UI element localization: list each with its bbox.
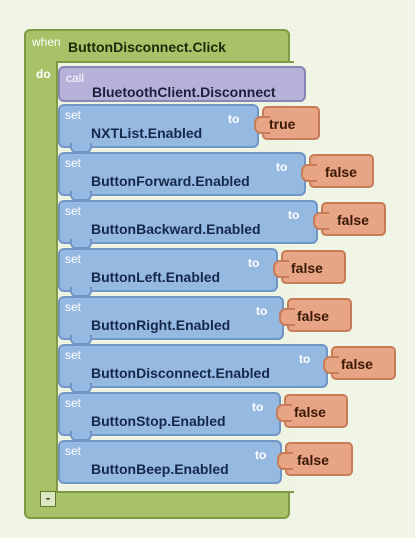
set-keyword: set — [65, 300, 82, 314]
collapse-button[interactable]: - — [40, 491, 56, 507]
to-keyword: to — [288, 208, 300, 222]
value-label: false — [297, 308, 329, 324]
set-block-nxtlist-enabled[interactable]: set NXTList.Enabled to — [58, 104, 259, 153]
value-block-false[interactable]: false — [279, 298, 352, 332]
set-block-buttonbackward-enabled[interactable]: set ButtonBackward.Enabled to — [58, 200, 318, 249]
value-connector — [254, 116, 270, 134]
set-target-label: ButtonBeep.Enabled — [91, 461, 229, 477]
value-block-true[interactable]: true — [254, 106, 320, 140]
set-block-buttonleft-enabled[interactable]: set ButtonLeft.Enabled to — [58, 248, 278, 297]
set-block-buttondisconnect-enabled[interactable]: set ButtonDisconnect.Enabled to — [58, 344, 328, 393]
value-label: false — [325, 164, 357, 180]
set-block-buttonforward-enabled[interactable]: set ButtonForward.Enabled to — [58, 152, 306, 201]
value-connector — [301, 164, 317, 182]
set-keyword: set — [65, 204, 82, 218]
to-keyword: to — [256, 304, 268, 318]
value-connector — [313, 212, 329, 230]
value-label: false — [291, 260, 323, 276]
value-label: false — [297, 452, 329, 468]
do-keyword: do — [36, 67, 51, 81]
set-target-label: NXTList.Enabled — [91, 125, 203, 141]
value-block-false[interactable]: false — [301, 154, 374, 188]
set-keyword: set — [65, 108, 82, 122]
set-keyword: set — [65, 156, 82, 170]
set-target-label: ButtonBackward.Enabled — [91, 221, 261, 237]
set-block-buttonright-enabled[interactable]: set ButtonRight.Enabled to — [58, 296, 284, 345]
set-target-label: ButtonDisconnect.Enabled — [91, 365, 270, 381]
value-block-false[interactable]: false — [276, 394, 348, 428]
set-target-label: ButtonStop.Enabled — [91, 413, 226, 429]
value-label: false — [294, 404, 326, 420]
call-method-label: BluetoothClient.Disconnect — [92, 84, 276, 100]
to-keyword: to — [228, 112, 240, 126]
event-title: ButtonDisconnect.Click — [68, 39, 226, 55]
value-connector — [273, 260, 289, 278]
set-target-label: ButtonForward.Enabled — [91, 173, 250, 189]
set-target-label: ButtonLeft.Enabled — [91, 269, 221, 285]
call-keyword: call — [66, 71, 85, 85]
set-keyword: set — [65, 396, 82, 410]
to-keyword: to — [276, 160, 288, 174]
to-keyword: to — [252, 400, 264, 414]
to-keyword: to — [248, 256, 260, 270]
value-connector — [276, 404, 292, 422]
value-connector — [279, 308, 295, 326]
value-block-false[interactable]: false — [277, 442, 353, 476]
set-keyword: set — [65, 444, 82, 458]
value-block-false[interactable]: false — [313, 202, 386, 236]
when-keyword: when — [32, 35, 61, 49]
value-label: true — [269, 116, 296, 132]
value-connector — [323, 356, 339, 374]
value-label: false — [337, 212, 369, 228]
set-target-label: ButtonRight.Enabled — [91, 317, 231, 333]
set-keyword: set — [65, 252, 82, 266]
to-keyword: to — [255, 448, 267, 462]
value-block-false[interactable]: false — [273, 250, 346, 284]
call-block-bluetoothclient-disconnect[interactable]: call BluetoothClient.Disconnect — [58, 66, 306, 102]
set-keyword: set — [65, 348, 82, 362]
set-block-buttonstop-enabled[interactable]: set ButtonStop.Enabled to — [58, 392, 281, 441]
value-block-false[interactable]: false — [323, 346, 396, 380]
value-connector — [277, 452, 293, 470]
event-header[interactable]: when ButtonDisconnect.Click — [26, 31, 288, 63]
set-block-buttonbeep-enabled[interactable]: set ButtonBeep.Enabled to — [58, 440, 282, 484]
value-label: false — [341, 356, 373, 372]
to-keyword: to — [299, 352, 311, 366]
